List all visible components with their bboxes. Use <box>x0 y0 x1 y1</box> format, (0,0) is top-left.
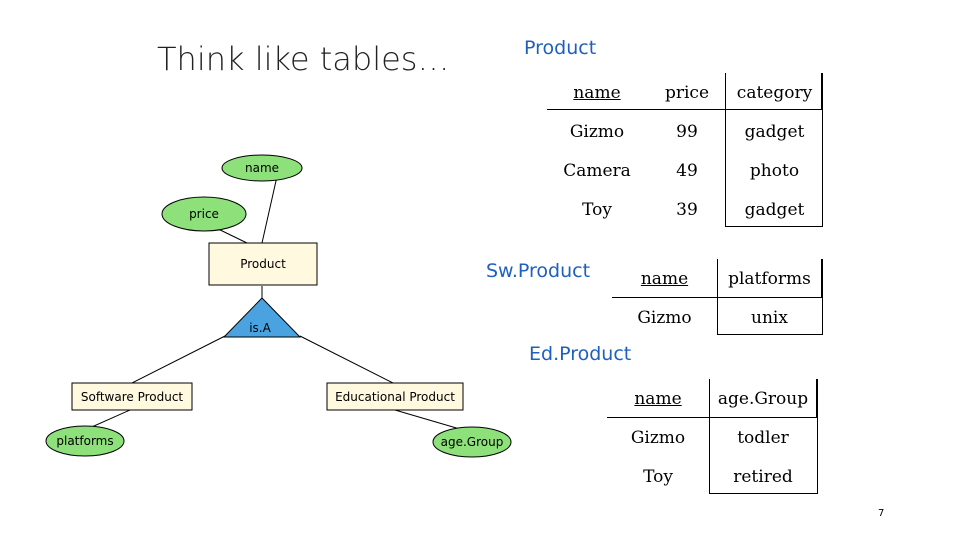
table-cell: photo <box>749 160 800 181</box>
table-cell: Gizmo <box>630 427 686 448</box>
table-row: Gizmo todler <box>607 418 817 457</box>
diagram-connectors <box>84 171 471 433</box>
table-header-row: name age.Group <box>607 379 817 418</box>
line-isa-software <box>129 335 226 385</box>
attribute-price-ellipse <box>161 196 247 232</box>
table-cell: 39 <box>676 199 698 220</box>
attribute-platforms-ellipse <box>45 425 125 457</box>
table-header-cell: platforms <box>728 268 811 289</box>
attribute-name-label: name <box>245 161 279 175</box>
table-cell: todler <box>737 427 789 448</box>
table-cell: 49 <box>676 160 698 181</box>
table-cell: 99 <box>676 121 698 142</box>
table-cell: Camera <box>563 160 631 181</box>
entity-software-product-label: Software Product <box>81 390 184 404</box>
sw-product-table-caption: Sw.Product <box>486 260 591 282</box>
table-row: Camera 49 photo <box>547 151 822 190</box>
ed-product-table-caption: Ed.Product <box>529 343 632 365</box>
entity-product-box <box>208 242 318 286</box>
table-cell: unix <box>751 307 788 328</box>
table-header-cell: price <box>664 82 710 103</box>
product-table: name price category Gizmo 99 gadget Came… <box>547 73 822 229</box>
isa-label: is.A <box>249 321 271 335</box>
attribute-platforms-label: platforms <box>56 434 113 448</box>
table-cell: Gizmo <box>569 121 625 142</box>
table-header-cell: name <box>640 268 689 289</box>
table-header-row: name platforms <box>612 259 822 298</box>
table-cell: gadget <box>744 199 805 220</box>
table-header-cell: age.Group <box>717 388 809 409</box>
table-row: Toy retired <box>607 457 817 496</box>
page-number: 7 <box>878 508 885 519</box>
attribute-name-ellipse <box>221 154 303 182</box>
entity-software-product-box <box>71 382 193 411</box>
table-row: Toy 39 gadget <box>547 190 822 229</box>
ed-product-table: name age.Group Gizmo todler Toy retired <box>607 379 817 496</box>
entity-educational-product-label: Educational Product <box>335 390 455 404</box>
entity-product-label: Product <box>240 257 286 271</box>
sw-product-table: name platforms Gizmo unix <box>612 259 822 337</box>
entity-educational-product-box <box>326 382 464 411</box>
line-isa-educational <box>299 335 396 385</box>
table-cell: Toy <box>643 466 673 487</box>
table-header-row: name price category <box>547 73 822 112</box>
attribute-agegroup-ellipse <box>432 426 512 458</box>
table-row: Gizmo 99 gadget <box>547 112 822 151</box>
table-cell: Gizmo <box>637 307 692 328</box>
attribute-agegroup-label: age.Group <box>441 435 504 449</box>
table-header-cell: name <box>573 82 621 103</box>
product-table-caption: Product <box>524 37 597 59</box>
table-header-cell: category <box>736 82 813 103</box>
table-cell: retired <box>733 466 793 487</box>
table-row: Gizmo unix <box>612 298 822 337</box>
table-header-cell: name <box>634 388 682 409</box>
isa-triangle <box>222 297 302 338</box>
line-name-product <box>261 171 279 244</box>
table-cell: Toy <box>582 199 612 220</box>
slide-title: Think like tables… <box>157 40 450 78</box>
table-cell: gadget <box>744 121 805 142</box>
attribute-price-label: price <box>189 207 219 221</box>
